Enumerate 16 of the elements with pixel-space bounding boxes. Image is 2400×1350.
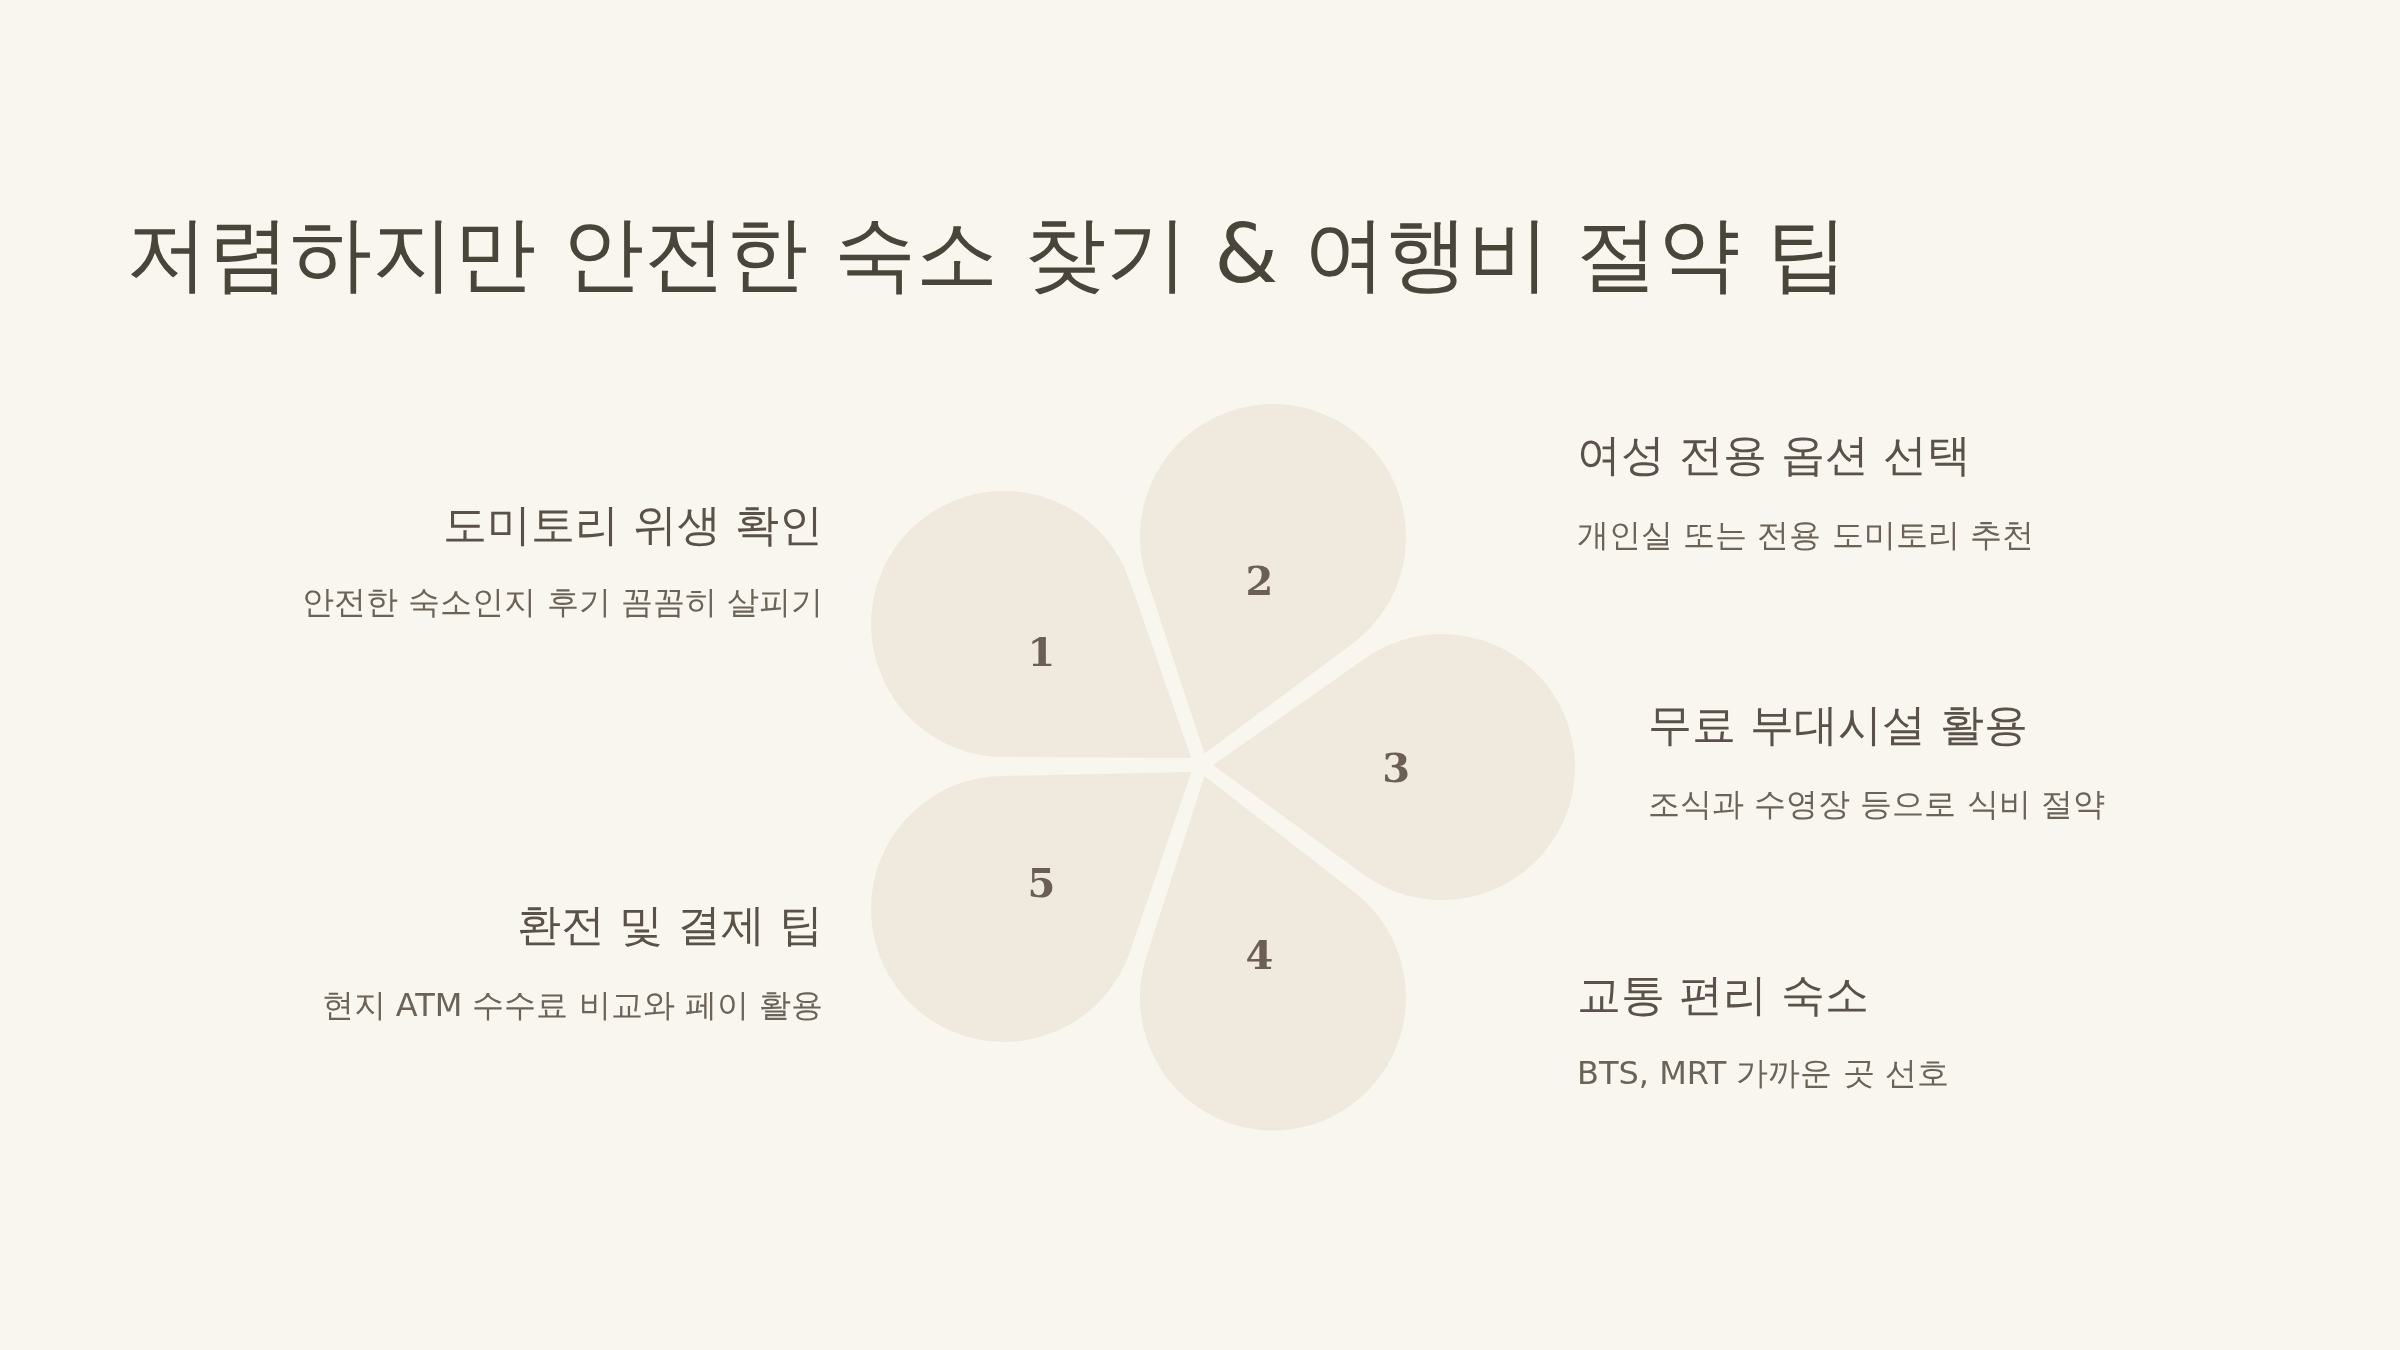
step-number: 4 bbox=[1245, 930, 1274, 978]
item-description: 안전한 숙소인지 후기 꼼꼼히 살피기 bbox=[302, 582, 823, 623]
item-heading: 교통 편리 숙소 bbox=[1577, 967, 1869, 1022]
item-heading: 환전 및 결제 팁 bbox=[517, 897, 823, 952]
item-heading: 도미토리 위생 확인 bbox=[443, 497, 823, 552]
step-number: 3 bbox=[1382, 743, 1411, 791]
item-description: 개인실 또는 전용 도미토리 추천 bbox=[1577, 515, 2034, 556]
title: 저렴하지만 안전한 숙소 찾기 & 여행비 절약 팁 bbox=[126, 205, 1849, 303]
step-number: 5 bbox=[1027, 858, 1056, 906]
item-description: BTS, MRT 가까운 곳 선호 bbox=[1577, 1053, 1949, 1094]
item-heading: 무료 부대시설 활용 bbox=[1648, 697, 2028, 752]
step-number: 2 bbox=[1245, 556, 1274, 604]
item-heading: 여성 전용 옵션 선택 bbox=[1577, 427, 1971, 482]
item-description: 조식과 수영장 등으로 식비 절약 bbox=[1648, 784, 2105, 825]
item-description: 현지 ATM 수수료 비교와 페이 활용 bbox=[321, 985, 823, 1026]
step-number: 1 bbox=[1027, 627, 1056, 675]
